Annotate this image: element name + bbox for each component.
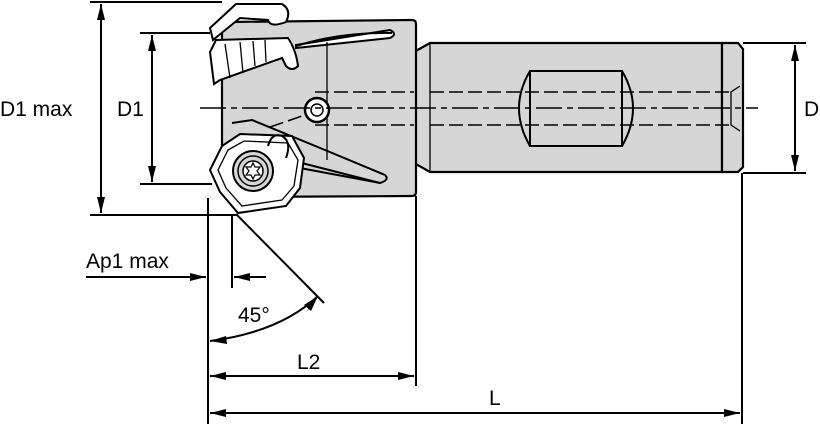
dim-ap1-max: Ap1 max <box>86 198 266 424</box>
torx-icon <box>244 161 262 181</box>
label-d: D <box>804 98 819 121</box>
lower-insert <box>208 132 306 215</box>
dim-l: L <box>210 173 743 424</box>
insert-screw <box>232 150 274 192</box>
label-angle: 45° <box>238 304 270 327</box>
label-d1-max: D1 max <box>0 98 73 121</box>
label-ap1-max: Ap1 max <box>86 250 169 273</box>
label-l: L <box>489 387 501 410</box>
upper-insert <box>208 3 300 86</box>
dim-angle-45: 45° <box>209 213 325 344</box>
dim-l2: L2 <box>210 196 417 386</box>
dim-d1-max: D1 max <box>0 1 236 216</box>
coolant-hole <box>303 96 331 124</box>
label-d1: D1 <box>117 98 144 121</box>
dim-d: D <box>743 42 819 174</box>
dim-d1: D1 <box>112 32 212 185</box>
label-l2: L2 <box>297 351 320 374</box>
